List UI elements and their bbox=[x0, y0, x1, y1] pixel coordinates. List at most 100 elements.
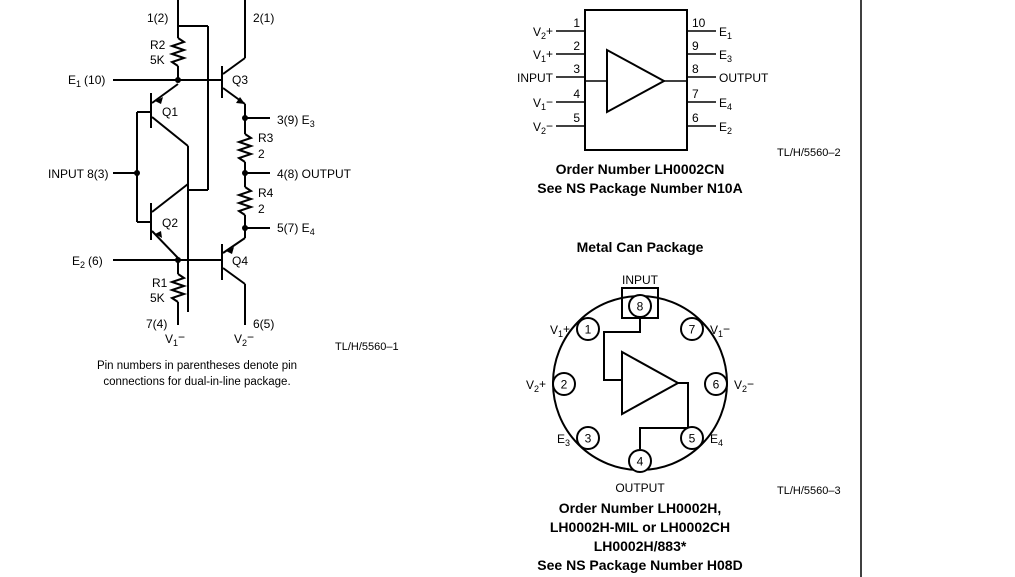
can-pin-number: 8 bbox=[637, 300, 644, 314]
can-pin-label: V2− bbox=[734, 377, 754, 394]
figure-id-1: TL/H/5560–1 bbox=[335, 341, 399, 353]
can-order-line-1: Order Number LH0002H, bbox=[559, 500, 722, 516]
q2-collector bbox=[151, 183, 189, 213]
pin-q3-top-label: 2(1) bbox=[253, 11, 274, 25]
dip-order-line-1: Order Number LH0002CN bbox=[556, 161, 725, 177]
can-pin-label: E4 bbox=[710, 432, 723, 448]
node-input bbox=[134, 170, 140, 176]
e1-label: E1(10) bbox=[68, 73, 105, 89]
can-pin-number: 1 bbox=[585, 323, 592, 337]
can-pin-number: 3 bbox=[585, 432, 592, 446]
figure-id-2: TL/H/5560–2 bbox=[777, 147, 841, 159]
pin-r2-top-label: 1(2) bbox=[147, 11, 168, 25]
can-order-line-4: See NS Package Number H08D bbox=[537, 557, 742, 573]
r1-name: R1 bbox=[152, 276, 168, 290]
r1-resistor bbox=[168, 273, 188, 303]
dip-right-pin-label: OUTPUT bbox=[719, 71, 769, 85]
q1-label: Q1 bbox=[162, 105, 178, 119]
schematic: 1(2) 2(1) R2 5K E1(10) Q3 Q1 INPUT 8(3) … bbox=[48, 0, 399, 388]
dip-left-pin-label: V2+ bbox=[533, 24, 553, 41]
dip-pin-number: 4 bbox=[573, 87, 580, 101]
dip-pin-number: 10 bbox=[692, 16, 706, 30]
r4-name: R4 bbox=[258, 186, 274, 200]
can-pin-label: V2+ bbox=[526, 377, 546, 394]
r4-resistor bbox=[235, 186, 255, 216]
q4-label: Q4 bbox=[232, 254, 248, 268]
figure-id-3: TL/H/5560–3 bbox=[777, 485, 841, 497]
can-pin-label: E3 bbox=[557, 432, 570, 448]
can-pin-circle bbox=[576, 426, 600, 450]
can-pin-number: 4 bbox=[637, 455, 644, 469]
metal-can-package: Metal Can Package INPUT 8 1 V1+ 7 V1− 2 V2+ 6 V2… bbox=[526, 239, 841, 573]
pin-e4-label: 5(7) E4 bbox=[277, 221, 315, 237]
pin-v2-label: 6(5) bbox=[253, 317, 274, 331]
v1-label: V1− bbox=[165, 330, 185, 348]
v2-label: V2− bbox=[234, 330, 254, 348]
dip-pin-number: 6 bbox=[692, 111, 699, 125]
can-amp-symbol bbox=[621, 350, 681, 416]
q4-emitter-arrow bbox=[226, 247, 234, 254]
r3-resistor bbox=[235, 133, 255, 163]
pin-e3-label: 3(9) E3 bbox=[277, 113, 315, 129]
can-title: Metal Can Package bbox=[577, 239, 704, 255]
q2-emitter bbox=[151, 230, 179, 259]
dip-left-pin-label: INPUT bbox=[517, 71, 554, 85]
can-pin-circle bbox=[704, 372, 728, 396]
dip-right-pin-label: E1 bbox=[719, 25, 732, 41]
r1-value: 5K bbox=[150, 291, 165, 305]
q1-collector bbox=[151, 116, 189, 147]
can-pin-number: 5 bbox=[689, 432, 696, 446]
dip-left-pin-label: V1− bbox=[533, 95, 553, 112]
can-pin-number: 2 bbox=[561, 378, 568, 392]
can-order-line-3: LH0002H/883* bbox=[594, 538, 687, 554]
r2-value: 5K bbox=[150, 53, 165, 67]
can-pin-circle bbox=[628, 449, 652, 473]
dip-left-pin-label: V2− bbox=[533, 119, 553, 136]
dip-pin-number: 1 bbox=[573, 16, 580, 30]
can-pin-number: 6 bbox=[713, 378, 720, 392]
q4-emitter bbox=[222, 237, 246, 254]
dip-pin-number: 3 bbox=[573, 62, 580, 76]
dip-pin-number: 2 bbox=[573, 39, 580, 53]
dip-pin-number: 7 bbox=[692, 87, 699, 101]
q2-emitter-arrow bbox=[155, 231, 162, 238]
can-pin-label: V1+ bbox=[550, 322, 570, 339]
note-line-1: Pin numbers in parentheses denote pin bbox=[97, 360, 297, 372]
e2-label: E2(6) bbox=[72, 254, 103, 270]
can-pin-circle bbox=[576, 317, 600, 341]
can-pin-label: V1− bbox=[710, 322, 730, 339]
q2-label: Q2 bbox=[162, 216, 178, 230]
note-line-2: connections for dual-in-line package. bbox=[103, 376, 290, 388]
can-order-line-2: LH0002H-MIL or LH0002CH bbox=[550, 519, 730, 535]
pin-v1-label: 7(4) bbox=[146, 317, 167, 331]
q3-label: Q3 bbox=[232, 73, 248, 87]
pin-output-label: 4(8) OUTPUT bbox=[277, 167, 352, 181]
dip-pin-number: 8 bbox=[692, 62, 699, 76]
r2-name: R2 bbox=[150, 38, 166, 52]
can-pin-circle bbox=[552, 372, 576, 396]
can-input-label: INPUT bbox=[622, 273, 659, 287]
can-pin-number: 7 bbox=[689, 323, 696, 337]
dip-left-pin-label: V1+ bbox=[533, 47, 553, 64]
q4-collector bbox=[222, 267, 246, 285]
can-pin-circle bbox=[680, 426, 704, 450]
can-input-wire bbox=[603, 319, 641, 381]
r2-resistor bbox=[168, 37, 188, 67]
q3-collector bbox=[222, 57, 246, 75]
q3-emitter-arrow bbox=[236, 97, 245, 104]
can-pin-circle bbox=[680, 317, 704, 341]
dip-pin-number: 9 bbox=[692, 39, 699, 53]
can-output-label: OUTPUT bbox=[615, 481, 665, 495]
q1-emitter-arrow bbox=[155, 97, 163, 104]
dip-right-pin-label: E2 bbox=[719, 120, 732, 136]
dip-right-pin-label: E3 bbox=[719, 48, 732, 64]
r4-value: 2 bbox=[258, 202, 265, 216]
input-label: INPUT 8(3) bbox=[48, 167, 108, 181]
dip-pin-number: 5 bbox=[573, 111, 580, 125]
r3-name: R3 bbox=[258, 131, 274, 145]
r3-value: 2 bbox=[258, 147, 265, 161]
q1-emitter bbox=[151, 83, 179, 104]
